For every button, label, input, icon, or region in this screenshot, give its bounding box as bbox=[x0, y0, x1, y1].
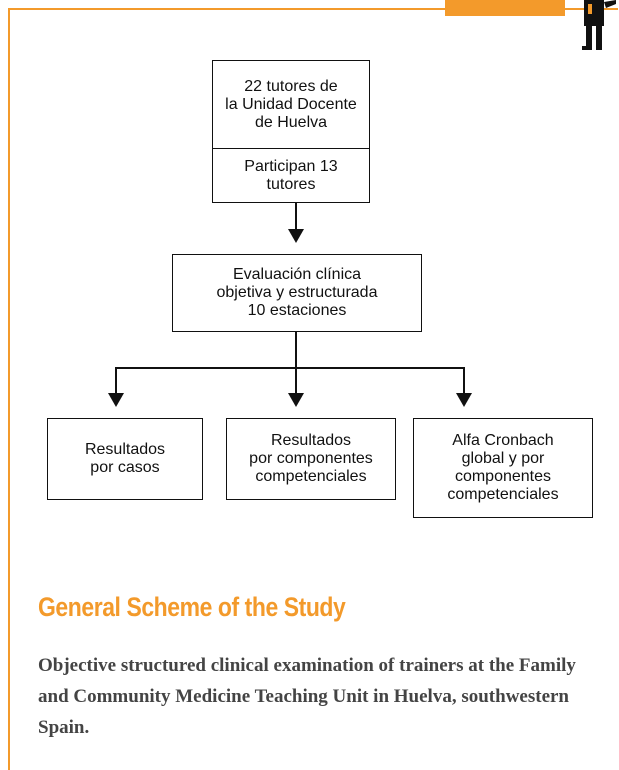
tutors-box: 22 tutores de la Unidad Docente de Huelv… bbox=[212, 60, 370, 150]
figure-frame bbox=[8, 8, 618, 770]
person-figure-icon bbox=[582, 0, 616, 50]
participants-box-text: Participan 13 tutores bbox=[244, 157, 338, 193]
connector-line bbox=[115, 367, 117, 395]
results-by-case-text: Resultados por casos bbox=[84, 441, 166, 476]
arrow-down-icon bbox=[108, 393, 124, 407]
connector-line bbox=[463, 367, 465, 395]
figure-caption: Objective structured clinical examinatio… bbox=[38, 655, 576, 738]
connector-line bbox=[295, 332, 297, 368]
connector-line bbox=[295, 203, 297, 231]
header-tab bbox=[445, 0, 565, 16]
branch-line bbox=[115, 367, 465, 369]
tutors-box-text: 22 tutores de la Unidad Docente de Huelv… bbox=[225, 78, 357, 131]
arrow-down-icon bbox=[288, 393, 304, 407]
cronbach-alpha-box: Alfa Cronbach global y por componentes c… bbox=[413, 418, 593, 518]
results-by-component-box: Resultados por componentes competenciale… bbox=[226, 418, 396, 500]
cronbach-alpha-text: Alfa Cronbach global y por componentes c… bbox=[447, 432, 559, 503]
connector-line bbox=[295, 367, 297, 395]
arrow-down-icon bbox=[456, 393, 472, 407]
osce-box: Evaluación clínica objetiva y estructura… bbox=[172, 254, 422, 332]
figure-title: General Scheme of the Study bbox=[38, 592, 346, 622]
osce-box-text: Evaluación clínica objetiva y estructura… bbox=[216, 266, 378, 319]
arrow-down-icon bbox=[288, 229, 304, 243]
results-by-component-text: Resultados por componentes competenciale… bbox=[249, 432, 373, 485]
results-by-case-box: Resultados por casos bbox=[47, 418, 203, 500]
participants-box: Participan 13 tutores bbox=[212, 148, 370, 203]
